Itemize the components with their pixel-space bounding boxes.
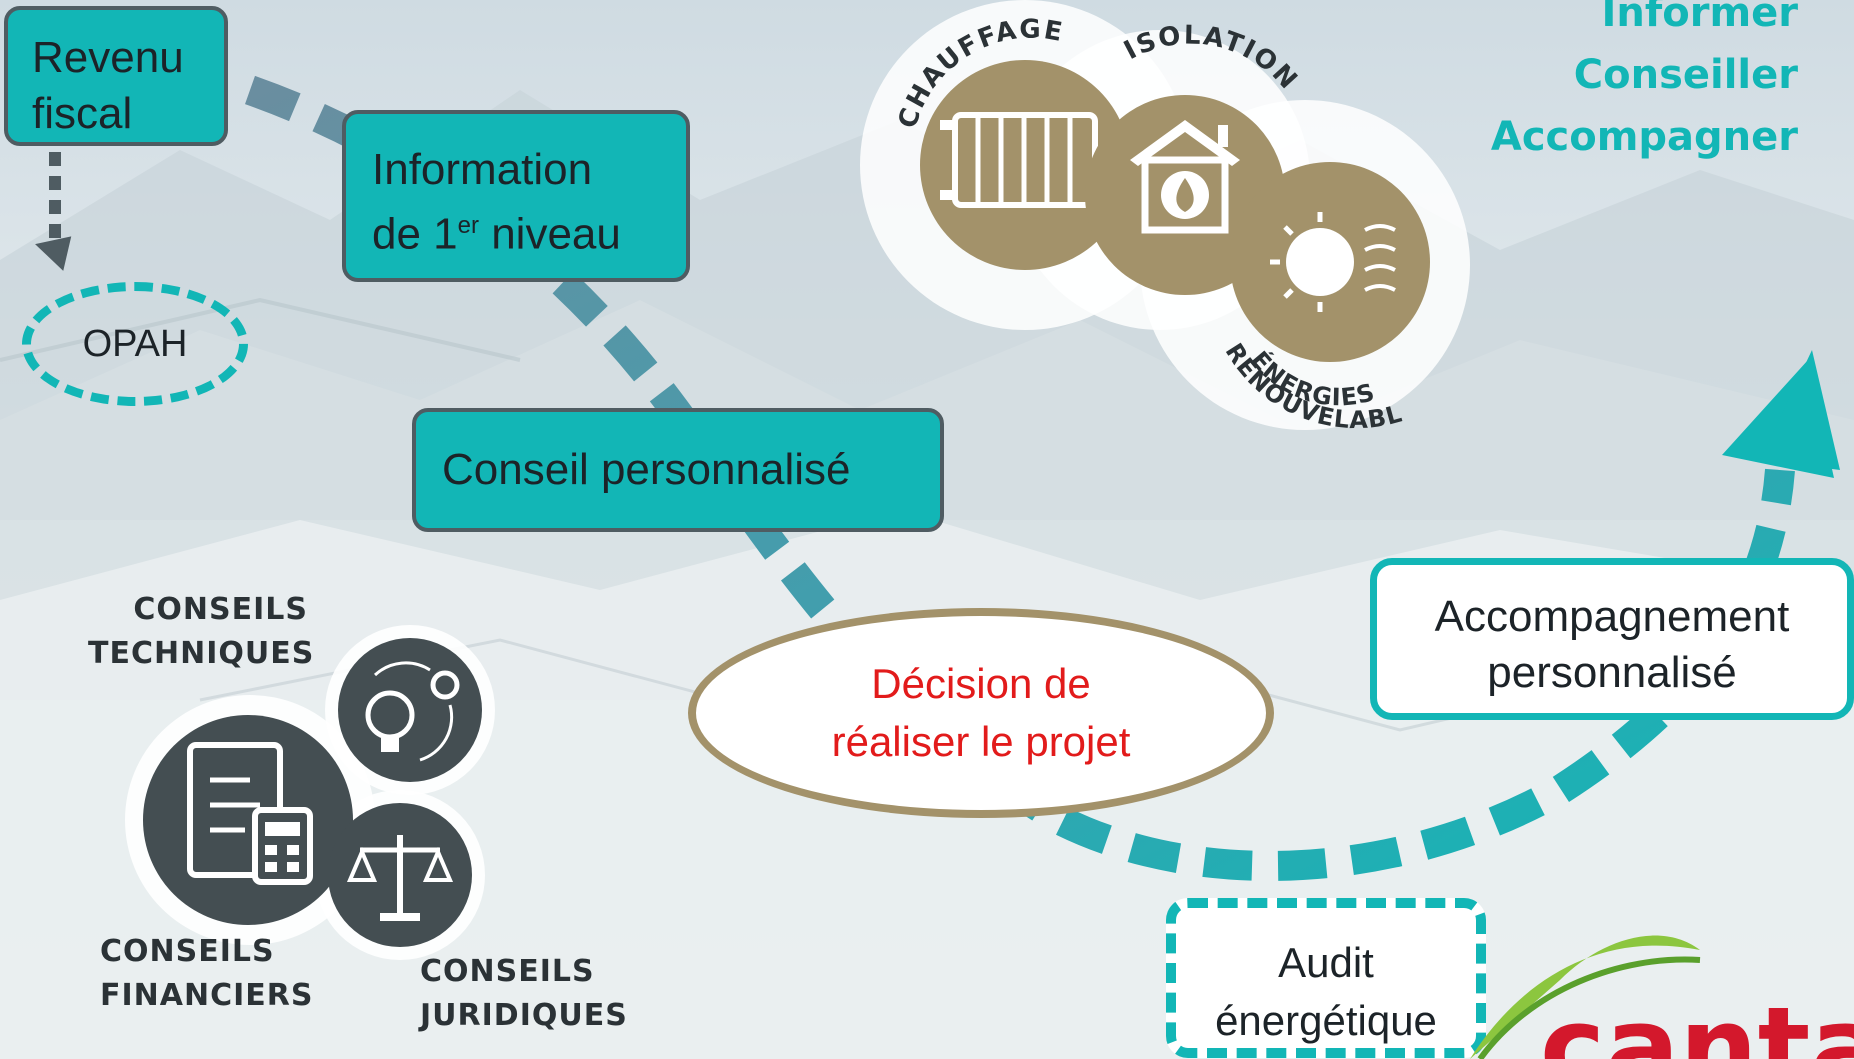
step-conseil-personnalise: Conseil personnalisé xyxy=(412,408,944,532)
document-calculator-icon xyxy=(143,715,353,925)
tagline-informer: Informer xyxy=(1601,0,1798,36)
label-conseils-financiers: CONSEILS FINANCIERS xyxy=(100,934,314,1013)
tagline-conseiller: Conseiller xyxy=(1573,52,1798,98)
step-audit-energetique: Audit énergétique xyxy=(1166,898,1486,1058)
tagline-accompagner: Accompagner xyxy=(1490,114,1798,160)
cantal-logo-text: cantal xyxy=(1540,983,1854,1059)
tagline: Informer Conseiller Accompagner xyxy=(1491,0,1798,168)
step-accompagnement-personnalise: Accompagnement personnalisé xyxy=(1370,558,1854,720)
step-revenu-fiscal: Revenu fiscal xyxy=(4,6,228,146)
bulb-gear-icon xyxy=(338,638,482,782)
label-conseils-techniques: CONSEILS TECHNIQUES xyxy=(88,592,315,671)
label-conseils-juridiques: CONSEILS JURIDIQUES xyxy=(420,954,628,1033)
step-opah: OPAH xyxy=(22,282,248,406)
step-decision-projet: Décision de réaliser le projet xyxy=(688,608,1274,818)
sun-wind-icon xyxy=(1230,162,1430,362)
step-information-premier-niveau: Information de 1er niveau xyxy=(342,110,690,282)
radiator-icon xyxy=(920,60,1130,270)
scales-icon xyxy=(328,803,472,947)
